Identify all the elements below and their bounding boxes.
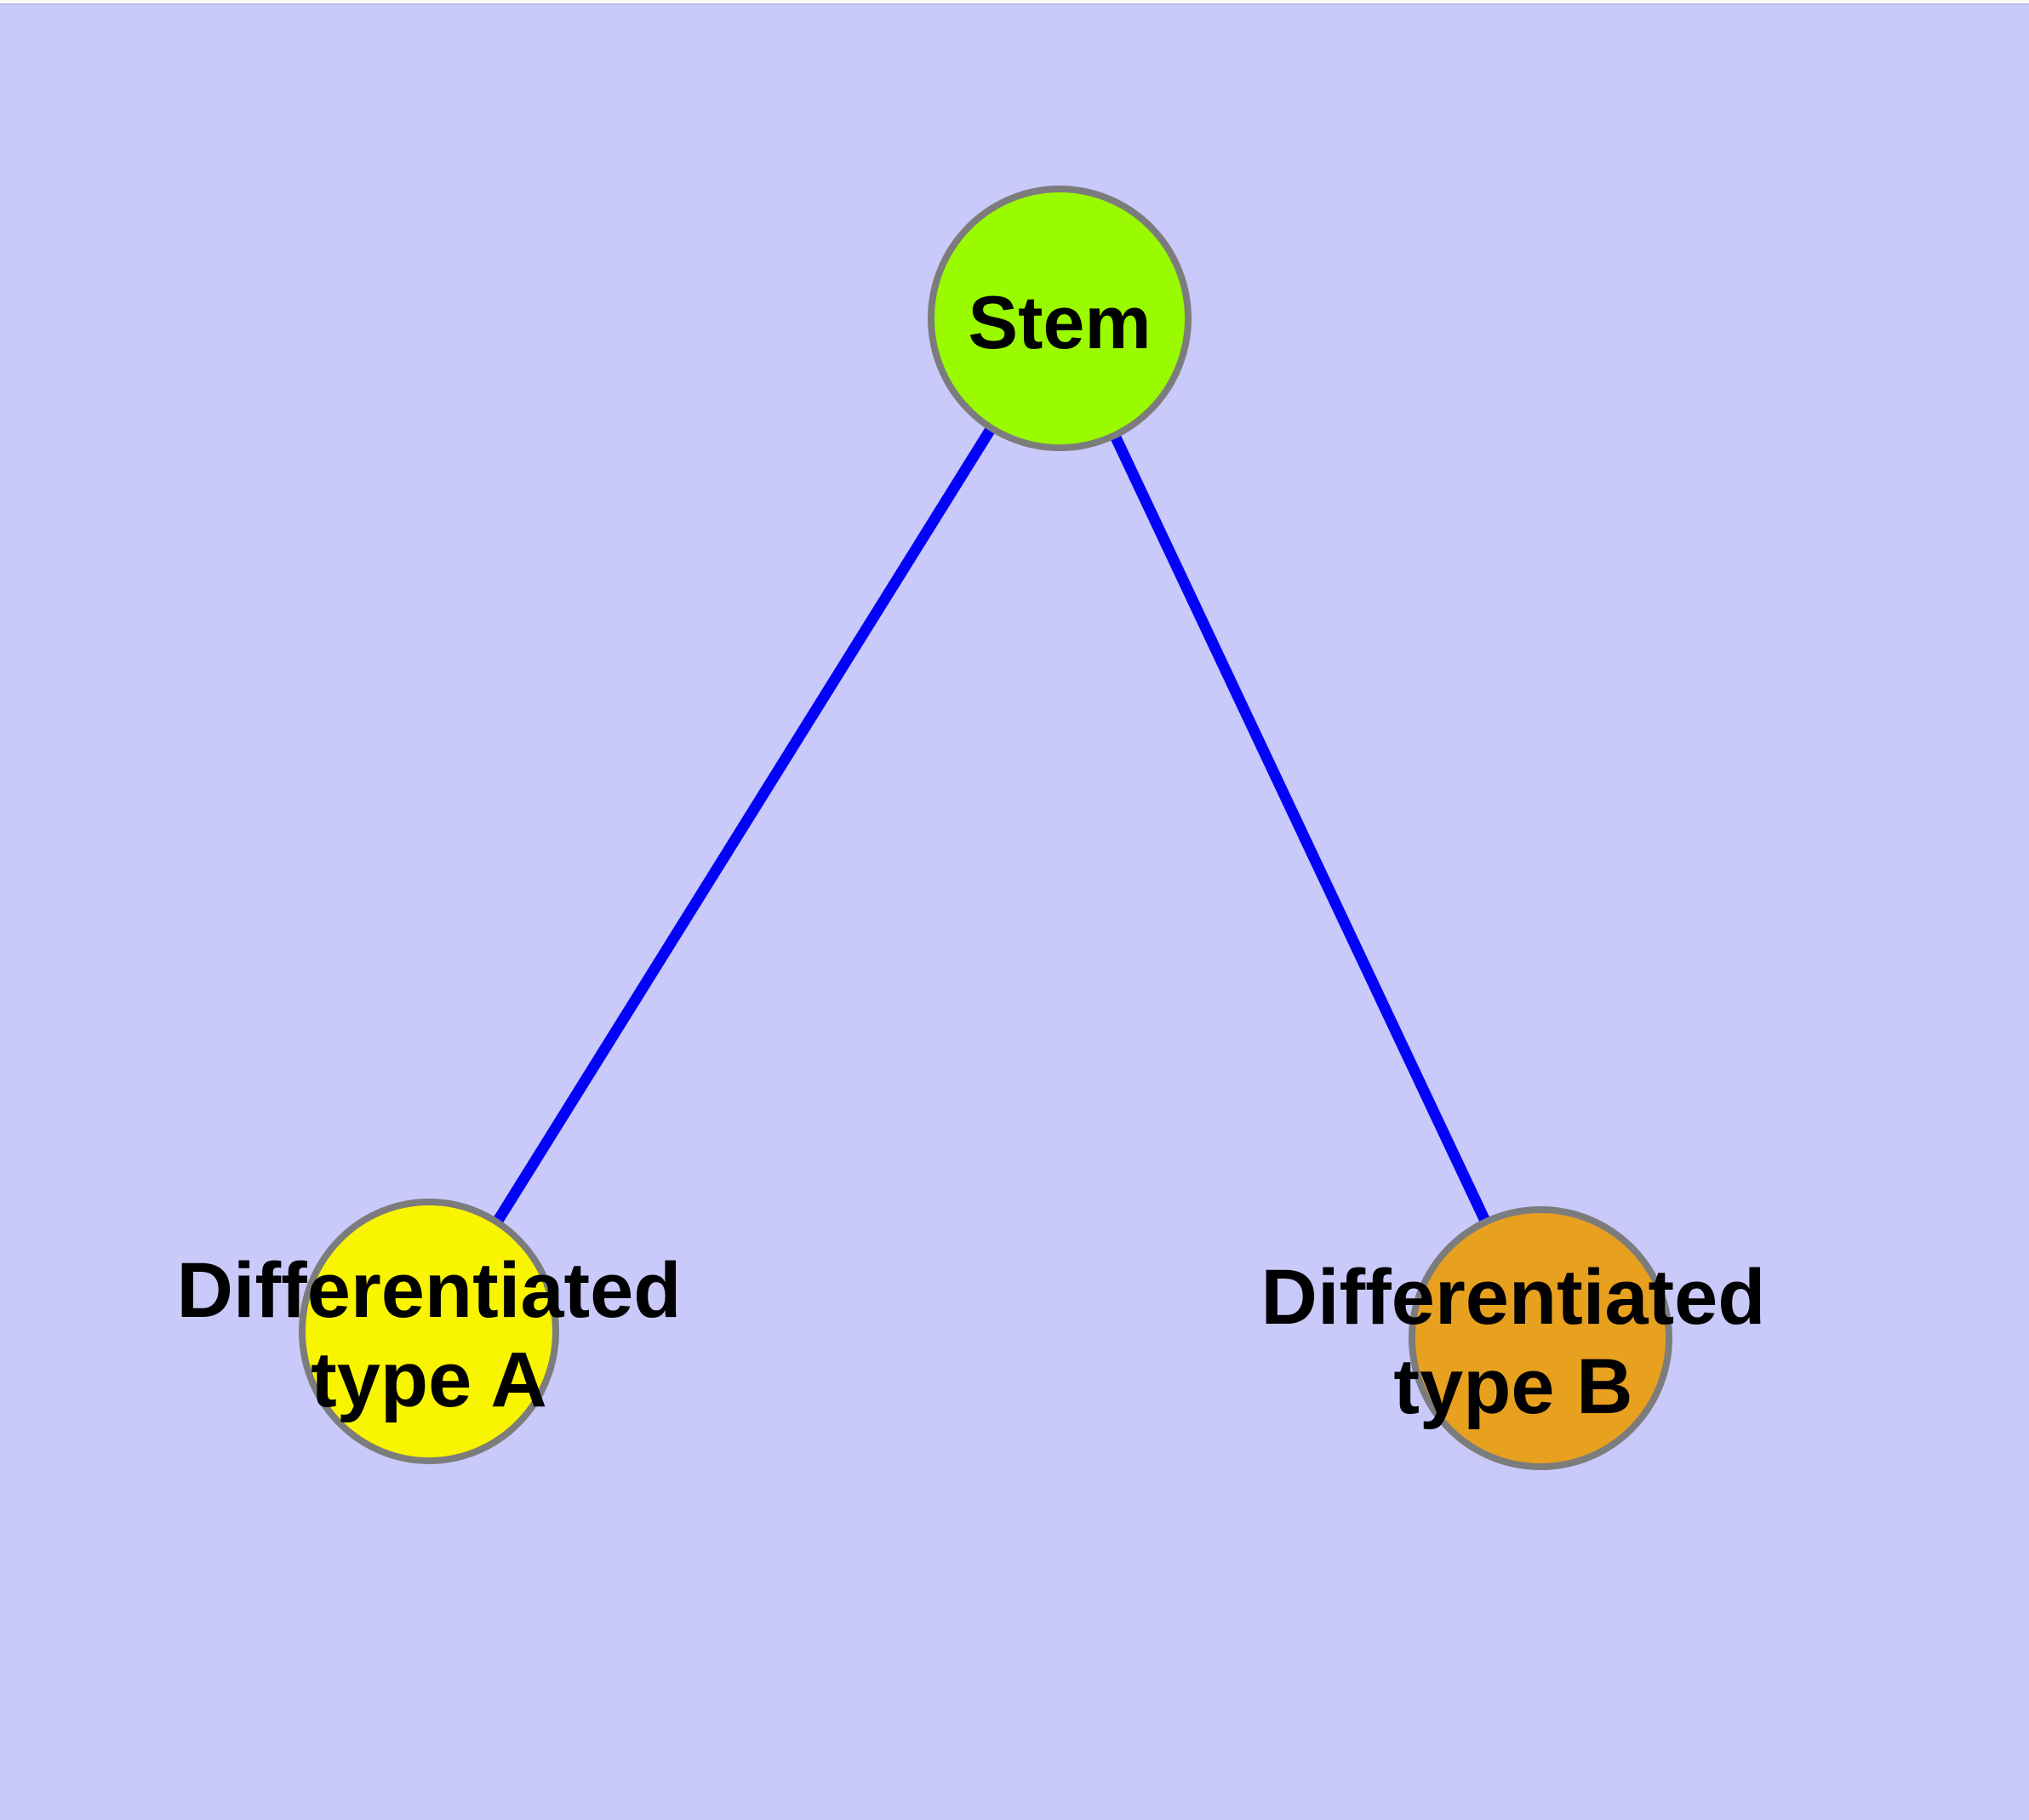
edge-stem-to-type-a[interactable] [424, 315, 1065, 1335]
node-differentiated-type-b[interactable] [1409, 1206, 1672, 1470]
node-differentiated-type-a[interactable] [299, 1199, 559, 1464]
node-stem[interactable] [928, 186, 1192, 451]
node-type-a-label-line2: type A [311, 1336, 547, 1423]
window-top-edge [0, 0, 2029, 3]
edge-stem-to-type-b[interactable] [1055, 316, 1546, 1341]
node-type-b-label-line1: Differentiated [1261, 1254, 1766, 1341]
node-type-b-label-line2: type B [1393, 1343, 1632, 1430]
node-type-a-label-line1: Differentiated [177, 1247, 682, 1334]
node-stem-label: Stem [968, 280, 1151, 364]
window-top-divider [0, 3, 2029, 5]
